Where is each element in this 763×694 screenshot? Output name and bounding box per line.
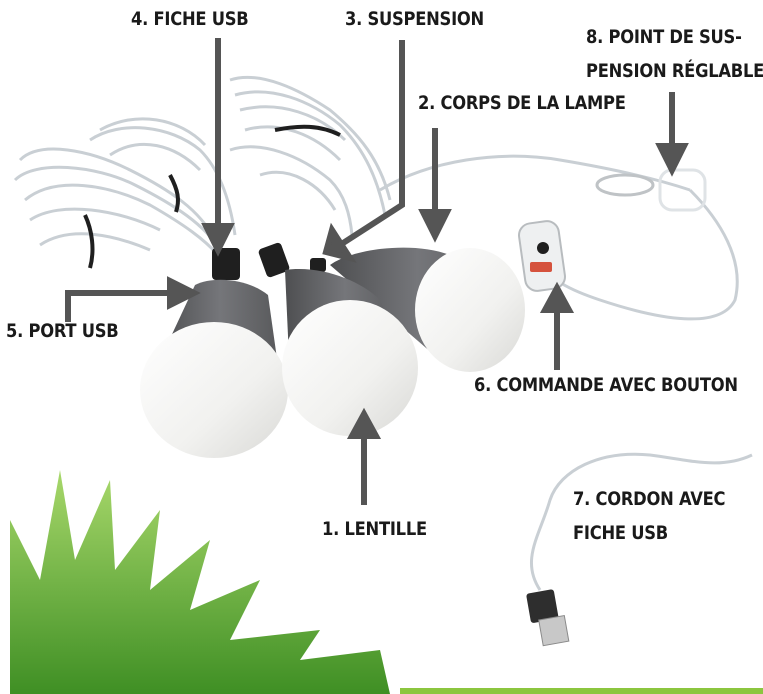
switch-control [517,220,566,293]
arrow-lens [352,414,376,505]
arrow-suspension [326,40,402,258]
accent-bar [400,688,763,694]
label-cord: 7. CORDON AVEC FICHE USB [573,482,725,550]
label-suspension: 3. SUSPENSION [345,2,484,36]
arrow-lamp-body [423,128,447,236]
lamp-1 [140,248,288,458]
label-usb-port: 5. PORT USB [6,314,118,348]
arrow-switch [545,288,569,370]
arrow-hook [660,92,684,170]
label-adjustable-hook: 8. POINT DE SUS- PENSION RÉGLABLE [586,20,763,88]
label-switch-control: 6. COMMANDE AVEC BOUTON [474,368,738,402]
label-usb-plug: 4. FICHE USB [131,2,248,36]
arrow-usb-plug [206,38,230,250]
label-lens: 1. LENTILLE [322,512,427,546]
grass-decoration [10,470,390,694]
label-lamp-body: 2. CORPS DE LA LAMPE [418,86,626,120]
